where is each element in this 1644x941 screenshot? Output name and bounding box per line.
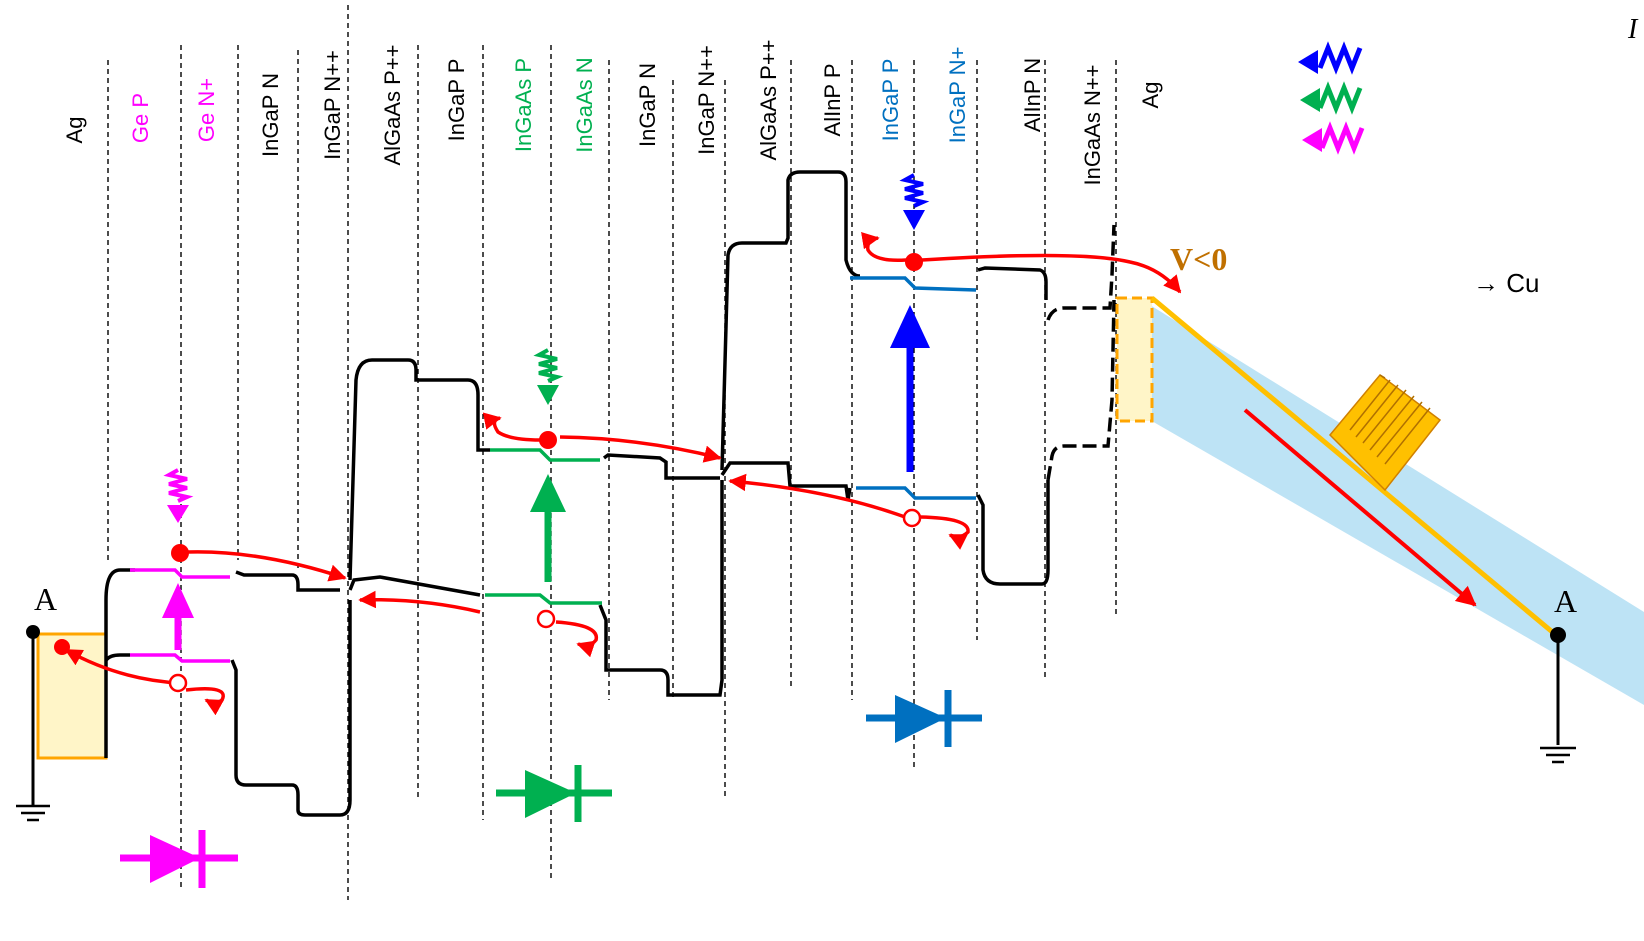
layer-label: AlInP N (1020, 58, 1045, 132)
ge-up-arrow (162, 583, 194, 650)
layer-label: Ag (1138, 82, 1163, 109)
layer-label: AlGaAs P++ (756, 39, 781, 160)
ingap-bands (850, 276, 977, 500)
layer-label: AlInP P (820, 64, 845, 137)
layer-label: InGaP N (635, 63, 660, 147)
left-contact (26, 625, 108, 805)
photon-wave-icon (163, 468, 194, 523)
layer-label: InGaP N++ (320, 50, 345, 160)
right-contact (1115, 296, 1644, 745)
diode-icon (866, 690, 982, 747)
ground-icon (1540, 746, 1576, 764)
legend-photons (1298, 41, 1365, 155)
ingaas-up-arrow (530, 474, 566, 582)
diode-icon (120, 830, 238, 888)
layer-label: Ag (62, 117, 87, 144)
layer-label: InGaP P (878, 59, 903, 142)
clipped-text: → Cu (1473, 268, 1539, 298)
diode-icon (496, 765, 612, 822)
layer-labels: Ag Ge P Ge N+ InGaP N InGaP N++ AlGaAs P… (62, 39, 1163, 185)
carrier-arrows (64, 231, 1182, 716)
ground-icon (16, 804, 50, 822)
band-edges (104, 170, 1050, 817)
layer-label: Ge P (128, 93, 153, 143)
wire (1150, 296, 1558, 637)
coil-icon (1328, 373, 1442, 492)
layer-label: InGaP N (258, 73, 283, 157)
terminal-label-left: A (34, 581, 57, 617)
layer-label: AlGaAs P++ (380, 44, 405, 165)
terminal-dot (1550, 627, 1566, 643)
layer-label: InGaAs N++ (1080, 64, 1105, 185)
layer-label: Ge N+ (194, 78, 219, 142)
layer-label: InGaP P (444, 59, 469, 142)
layer-label: InGaP N++ (694, 45, 719, 155)
layer-label: InGaP N+ (945, 47, 970, 144)
terminal-label-right: A (1554, 583, 1577, 619)
band-edges-dashed (1046, 224, 1116, 481)
interface-lines (107, 5, 1117, 900)
photon-wave-icon (533, 348, 564, 405)
ingap-up-arrow (890, 305, 930, 472)
holes (168, 508, 922, 693)
current-arrow (1243, 408, 1477, 607)
photon-wave-icon (899, 173, 930, 230)
clipped-glyph: I (1627, 14, 1639, 45)
layer-label: InGaAs N (572, 57, 597, 152)
ge-bands (130, 568, 230, 663)
layer-label: InGaAs P (511, 58, 536, 152)
voltage-label: V<0 (1170, 241, 1227, 277)
electrons (54, 253, 923, 655)
ingaas-bands (485, 448, 602, 605)
terminal-dot (26, 625, 40, 639)
